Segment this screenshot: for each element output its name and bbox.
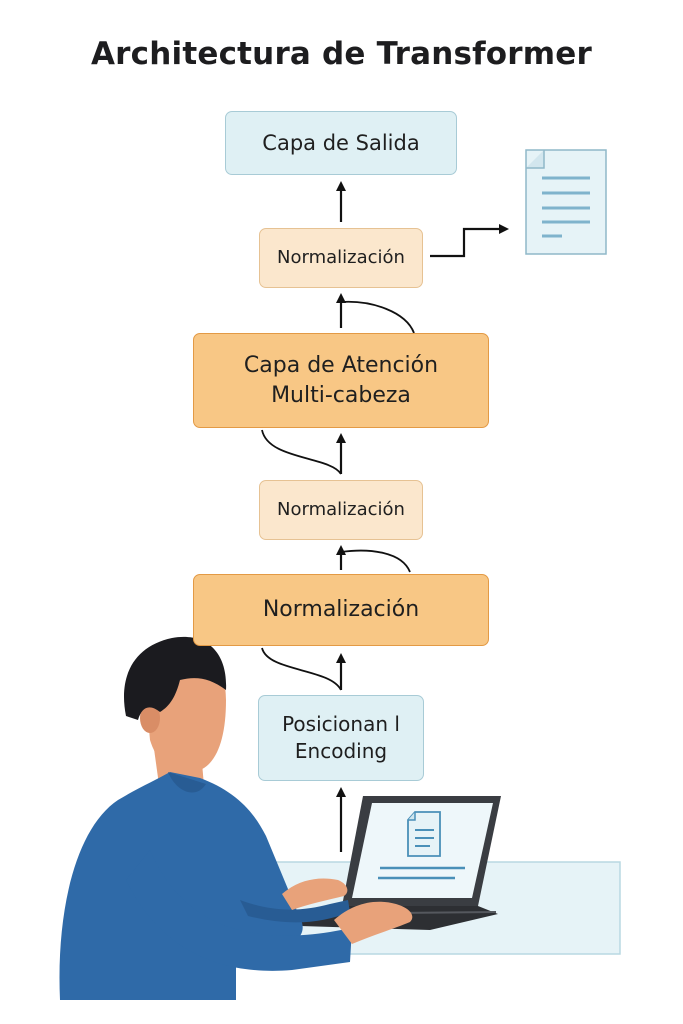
normalization-label-middle: Normalización — [277, 498, 405, 520]
normalization-box-bottom: Normalización — [193, 574, 489, 646]
residual-curve-1 — [261, 647, 342, 691]
document-icon — [525, 149, 607, 255]
normalization-box-middle: Normalización — [259, 480, 423, 540]
normalization-box-top: Normalización — [259, 228, 423, 288]
normalization-label-top: Normalización — [277, 246, 405, 268]
positional-encoding-box: Posicionan l Encoding — [258, 695, 424, 781]
person-illustration — [59, 636, 413, 1000]
residual-curve-4 — [340, 300, 415, 334]
diagram-title: Architectura de Transformer — [90, 36, 593, 72]
normalization-label-bottom: Normalización — [262, 597, 420, 623]
output-layer-box: Capa de Salida — [225, 111, 457, 175]
laptop-screen-document-icon — [407, 811, 441, 857]
attention-layer-label: Capa de Atención Multi-cabeza — [243, 352, 439, 408]
attention-layer-box: Capa de Atención Multi-cabeza — [193, 333, 489, 428]
output-layer-label: Capa de Salida — [262, 130, 420, 155]
residual-curve-3 — [261, 429, 342, 475]
arrow-to-document — [430, 224, 509, 258]
positional-encoding-label: Posicionan l Encoding — [282, 712, 400, 763]
residual-curve-2 — [340, 549, 411, 573]
